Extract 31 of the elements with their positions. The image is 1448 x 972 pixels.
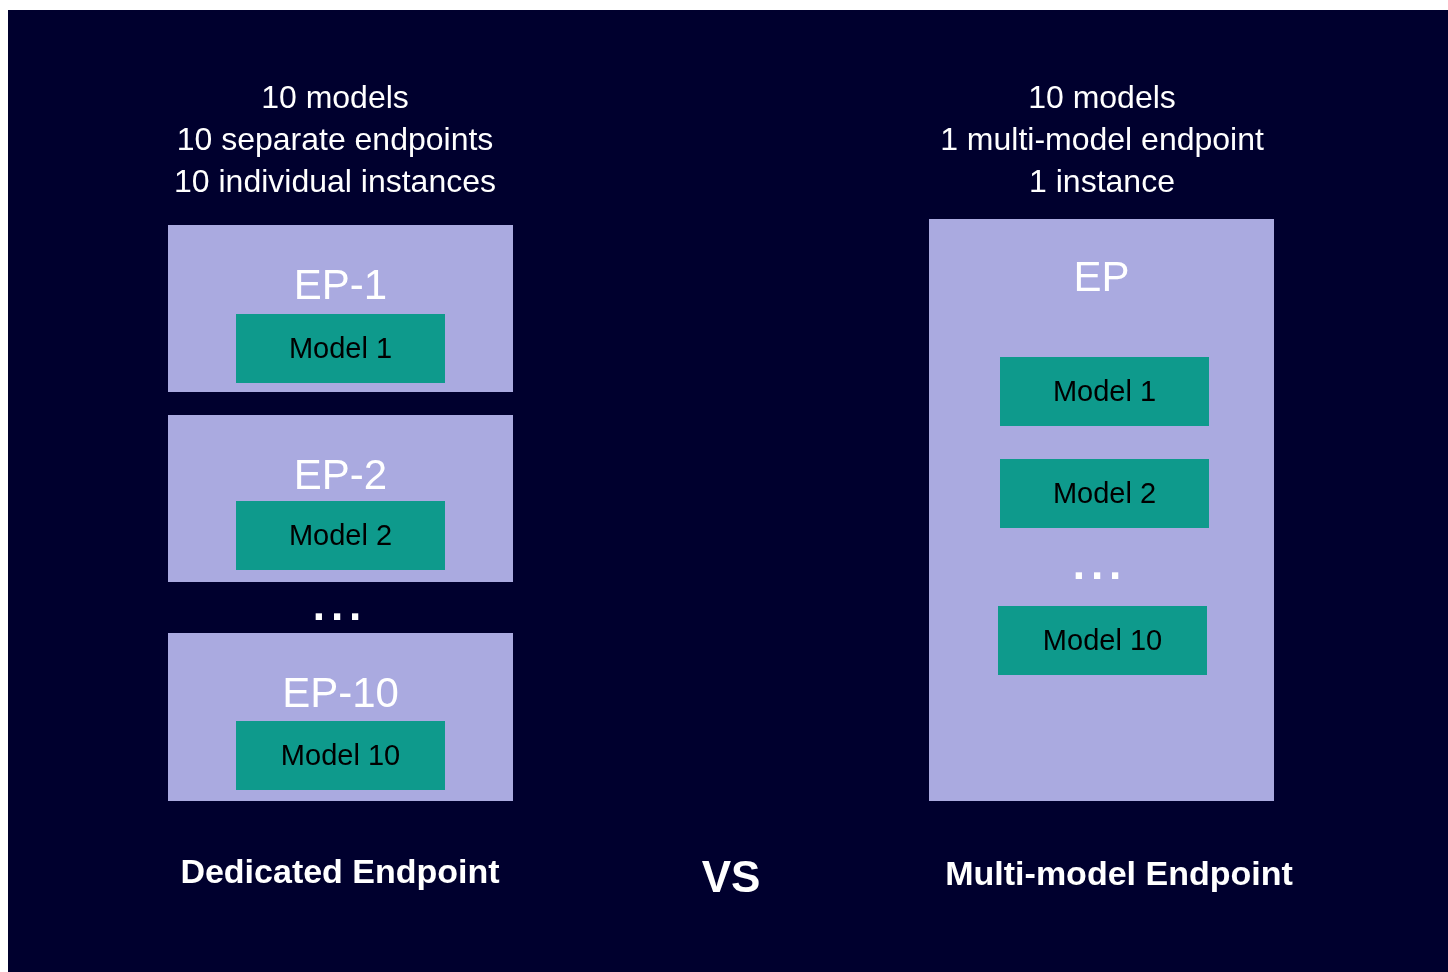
model-name: Model 2 (288, 519, 393, 552)
model-box (236, 721, 445, 790)
endpoint-box (168, 415, 513, 582)
endpoint-title: EP-2 (292, 451, 389, 499)
caption: Dedicated Endpoint (180, 854, 500, 888)
model-box (1000, 459, 1209, 528)
model-name: Model 10 (1042, 624, 1163, 657)
endpoint-box (168, 225, 513, 392)
model-box (236, 501, 445, 570)
heading-line: 10 separate endpoints (176, 123, 494, 155)
model-name: Model 10 (280, 739, 401, 772)
heading-line: 1 instance (1029, 165, 1175, 197)
ellipsis: ... (312, 583, 368, 627)
heading-line: 10 models (1028, 81, 1176, 113)
model-name: Model 1 (1052, 375, 1157, 408)
ellipsis: ... (1072, 542, 1128, 586)
endpoint-title: EP (1072, 253, 1131, 301)
versus-label: VS (701, 855, 761, 899)
heading-line: 10 models (261, 81, 409, 113)
model-box (1000, 357, 1209, 426)
endpoint-title: EP-10 (281, 669, 400, 717)
heading-line: 1 multi-model endpoint (940, 123, 1264, 155)
model-box (236, 314, 445, 383)
caption: Multi-model Endpoint (945, 856, 1293, 890)
endpoint-title: EP-1 (292, 261, 389, 309)
endpoint-box (929, 219, 1274, 801)
model-name: Model 2 (1052, 477, 1157, 510)
model-name: Model 1 (288, 332, 393, 365)
heading-line: 10 individual instances (174, 165, 496, 197)
model-box (998, 606, 1207, 675)
endpoint-box (168, 633, 513, 801)
